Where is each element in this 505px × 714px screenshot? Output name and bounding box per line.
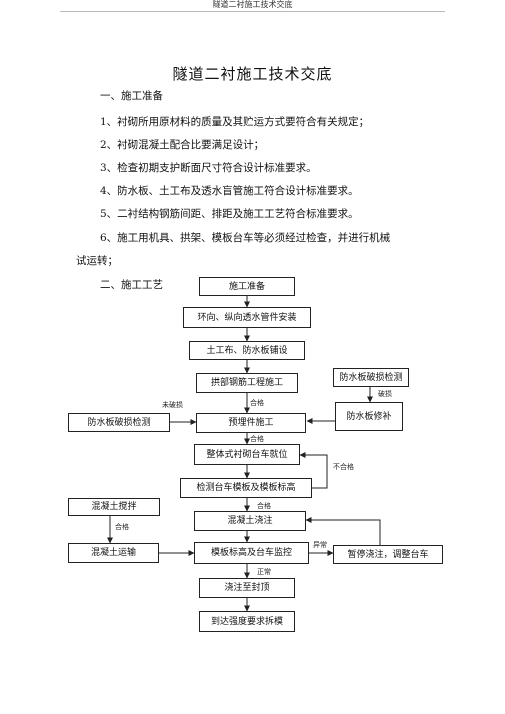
flow-step-demold: 到达强度要求拆模 bbox=[199, 611, 295, 632]
connector-label-pass: 合格 bbox=[250, 399, 264, 407]
list-item: 6、施工用机具、拱架、模板台车等必须经过检查，并进行机械 bbox=[100, 232, 391, 244]
flow-step-damage-check-right: 防水板破损检测 bbox=[333, 368, 409, 387]
flow-step-pipe-install: 环向、纵向透水管件安装 bbox=[183, 307, 311, 328]
list-item: 2、衬砌混凝土配合比要满足设计； bbox=[100, 139, 265, 151]
list-item-continuation: 试运转； bbox=[76, 255, 118, 267]
flow-step-repair: 防水板修补 bbox=[335, 402, 403, 431]
flow-step-pause-adjust: 暂停浇注，调整台车 bbox=[333, 545, 443, 564]
flow-step-embedded: 预埋件施工 bbox=[196, 413, 306, 433]
connector-label-normal: 正常 bbox=[257, 568, 271, 576]
flow-step-damage-check-left: 防水板破损检测 bbox=[68, 413, 170, 432]
flow-step-concrete-transport: 混凝土运输 bbox=[68, 543, 159, 563]
flow-step-monitor: 模板标高及台车监控 bbox=[194, 542, 309, 564]
flow-step-pour: 混凝土浇注 bbox=[194, 511, 306, 531]
flow-step-concrete-mix: 混凝土搅拌 bbox=[68, 498, 160, 516]
connector-label-pass: 合格 bbox=[115, 523, 129, 531]
flow-step-trolley-position: 整体式衬砌台车就位 bbox=[194, 444, 300, 465]
connector-label-pass: 合格 bbox=[257, 502, 271, 510]
list-item: 3、检查初期支护断面尺寸符合设计标准要求。 bbox=[100, 162, 317, 174]
flow-step-check-formwork: 检测台车模板及模板标高 bbox=[180, 478, 312, 498]
list-item: 4、防水板、土工布及透水盲管施工符合设计标准要求。 bbox=[100, 185, 359, 197]
section-heading-process: 二、施工工艺 bbox=[100, 279, 163, 291]
connector-label-damaged: 破损 bbox=[378, 390, 392, 398]
connector-label-pass: 合格 bbox=[250, 435, 264, 443]
document-title: 隧道二衬施工技术交底 bbox=[172, 65, 333, 83]
flow-step-prep: 施工准备 bbox=[199, 277, 295, 296]
running-header: 隧道二衬施工技术交底 bbox=[212, 0, 293, 9]
header-divider bbox=[60, 11, 445, 12]
connector-label-abnormal: 异常 bbox=[313, 541, 327, 549]
connector-label-fail: 不合格 bbox=[333, 463, 354, 471]
list-item: 1、衬砌所用原材料的质量及其贮运方式要符合有关规定； bbox=[100, 116, 370, 128]
section-heading-preparation: 一、施工准备 bbox=[100, 90, 163, 102]
flow-step-geotextile: 土工布、防水板铺设 bbox=[189, 341, 305, 360]
list-item: 5、二衬结构钢筋间距、排距及施工工艺符合标准要求。 bbox=[100, 208, 359, 220]
flow-step-pour-to-top: 浇注至封顶 bbox=[199, 578, 295, 598]
connector-label-not-damaged: 未破损 bbox=[162, 401, 183, 409]
flow-step-rebar: 拱部钢筋工程施工 bbox=[196, 373, 298, 393]
